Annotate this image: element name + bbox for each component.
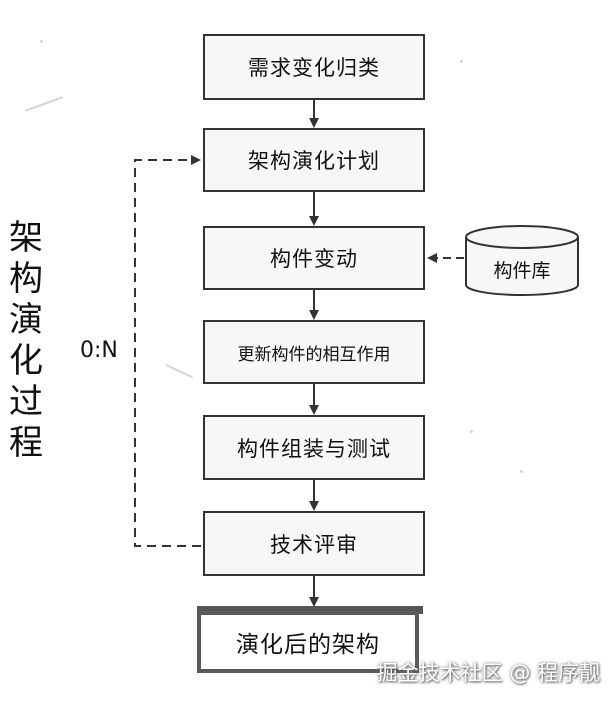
database-icon (465, 225, 579, 296)
step-evolution-plan: 架构演化计划 (203, 128, 425, 192)
title-char: 演 (9, 300, 43, 340)
step-component-change: 构件变动 (203, 226, 425, 290)
final-box-top-edge (197, 606, 423, 614)
title-char: 构 (9, 259, 43, 299)
watermark: 掘金技术社区 @ 程序靓 (376, 661, 600, 685)
component-repository-label: 构件库 (493, 260, 551, 282)
step-update-interactions: 更新构件的相互作用 (203, 320, 425, 384)
title-char: 化 (9, 341, 43, 381)
noise-speck (40, 40, 43, 43)
step-requirement-classification: 需求变化归类 (203, 34, 425, 100)
title-char: 程 (9, 423, 43, 463)
feedback-loop-arrow (134, 155, 201, 547)
process-title-vertical: 架 构 演 化 过 程 (6, 218, 46, 464)
noise-speck (460, 60, 463, 63)
noise-speck (470, 430, 473, 433)
noise-speck (520, 470, 523, 473)
title-char: 过 (9, 382, 43, 422)
loop-count-label: 0:N (80, 338, 118, 363)
step-evolved-architecture: 演化后的架构 (197, 611, 419, 673)
step-assembly-testing: 构件组装与测试 (203, 415, 425, 480)
step-technical-review: 技术评审 (203, 511, 425, 576)
title-char: 架 (9, 218, 43, 258)
